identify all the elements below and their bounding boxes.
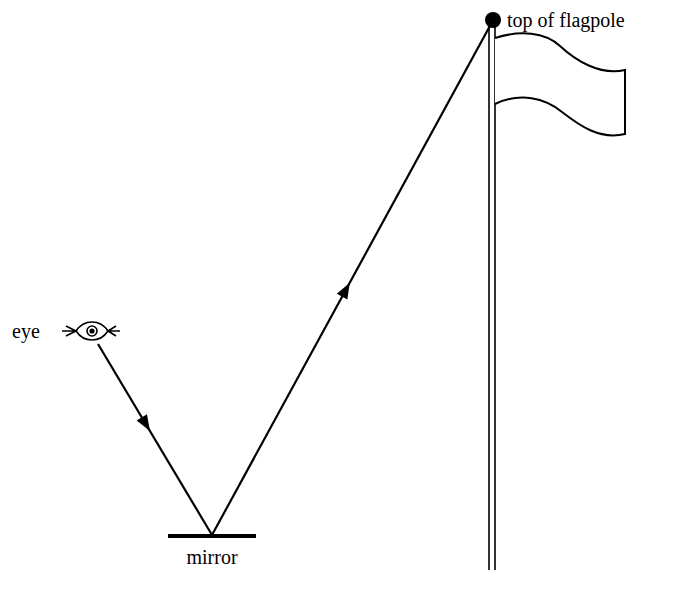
- light-ray: [212, 24, 491, 535]
- flag: [495, 33, 625, 135]
- pole-top-dot: [485, 12, 501, 28]
- pole-top-label: top of flagpole: [507, 9, 625, 31]
- arrowhead: [137, 414, 150, 431]
- eye-icon: [62, 322, 120, 340]
- mirror-label: mirror: [186, 546, 237, 568]
- light-ray: [98, 344, 212, 535]
- arrowhead: [337, 283, 350, 300]
- flagpole: [488, 22, 490, 570]
- eye-label: eye: [12, 320, 40, 342]
